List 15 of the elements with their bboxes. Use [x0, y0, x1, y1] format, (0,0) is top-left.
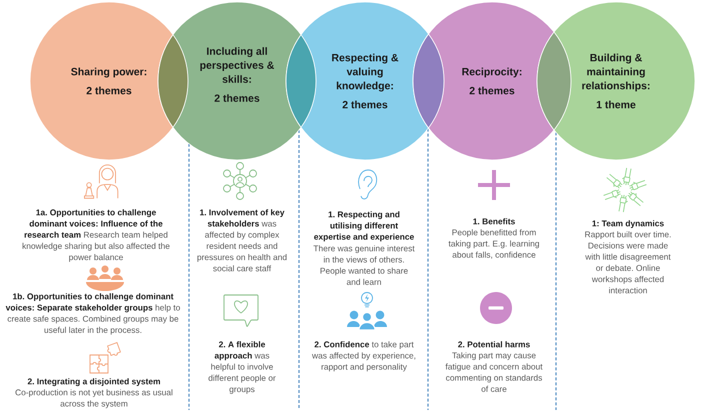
theme-description: 2. A flexible approach was helpful to involve different people or groups: [208, 341, 276, 394]
theme-description: Rapport built over time. Decisions were made with little disagreement or debate. Online workshops affected interaction: [585, 231, 671, 294]
theme-heading: 1. Benefits: [473, 218, 515, 224]
theme-heading: 1. Respecting and utilising different expertise and experience: [314, 211, 414, 242]
theme-heading: 2. Integrating a disjointed system: [28, 378, 160, 386]
theme-description: 1. Involvement of key stakeholders was affected by complex resident needs and pressures on health and social care staff: [198, 209, 287, 272]
theme-description: Co-production is not yet business as usual across the system: [16, 389, 172, 408]
theme-description: 1b. Opportunities to challenge dominant voices: Separate stakeholder groups help to create safe spaces. Combined groups may be useful later in the process.: [6, 293, 180, 335]
theme-description: People benefitted from taking part. E.g. learning about falls, confidence: [448, 229, 539, 259]
theme-heading: 1: Team dynamics: [592, 220, 664, 228]
theme-heading: 2. Potential harms: [458, 341, 530, 348]
theme-description: There was genuine interest in the views of others. People wanted to share and learn: [314, 245, 415, 285]
theme-description: 2. Confidence to take part was affected by experience, rapport and personality: [312, 341, 416, 372]
theme-description: Taking part may cause fatigue and concern about commenting on standards of care: [446, 352, 542, 392]
theme-description: 1a. Opportunities to challenge dominant voices: Influence of the research team Research team helped knowledge sharing but also affected the power balance: [22, 209, 170, 262]
